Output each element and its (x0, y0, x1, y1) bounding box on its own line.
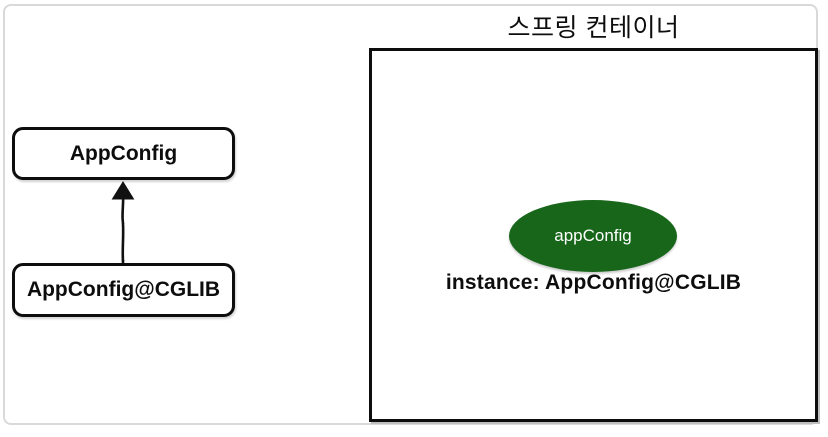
spring-container-title: 스프링 컨테이너 (507, 14, 680, 42)
spring-container-box: appConfig instance: AppConfig@CGLIB (369, 48, 818, 422)
inheritance-arrow-icon (111, 181, 135, 265)
class-box-appconfig: AppConfig (12, 127, 235, 180)
instance-label: instance: AppConfig@CGLIB (445, 271, 742, 294)
appconfig-label: AppConfig (69, 141, 178, 165)
bean-name-label: appConfig (554, 226, 632, 245)
appconfig-cglib-label: AppConfig@CGLIB (26, 278, 221, 301)
bean-ellipse: appConfig (509, 200, 677, 272)
class-box-appconfig-cglib: AppConfig@CGLIB (12, 263, 235, 317)
